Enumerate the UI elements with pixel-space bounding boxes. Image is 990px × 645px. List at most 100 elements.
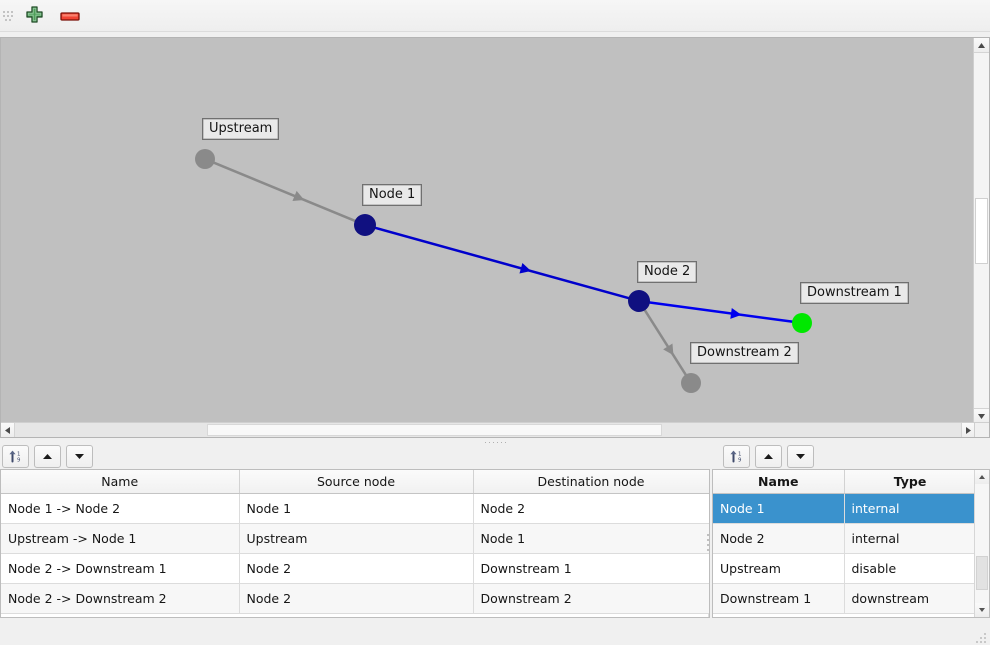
nodes-table-header-row: Name Type (713, 470, 976, 494)
links-table-header-row: Name Source node Destination node (1, 470, 709, 494)
scroll-left-button[interactable] (1, 423, 15, 437)
nodes-cell-type: disable (844, 553, 976, 584)
canvas-horizontal-scrollbar[interactable] (1, 422, 975, 437)
splitter-handle (484, 441, 506, 443)
nodes-column-type[interactable]: Type (844, 470, 976, 494)
links-cell-source: Node 1 (239, 493, 474, 524)
triangle-up-icon (978, 42, 985, 48)
nodes-panel: 1 9 Name Type (712, 443, 990, 618)
links-sort-button[interactable]: 1 9 (2, 444, 29, 468)
graph-node-node1[interactable] (354, 214, 376, 236)
links-column-name[interactable]: Name (1, 470, 240, 494)
canvas-horizontal-scroll-thumb[interactable] (207, 424, 662, 436)
graph-edge[interactable] (643, 308, 688, 377)
graph-edge-arrowhead (292, 190, 305, 202)
horizontal-panel-splitter[interactable] (705, 530, 711, 554)
sort-ascending-icon: 1 9 (730, 450, 742, 463)
graph-edge-arrowhead (519, 262, 532, 274)
svg-text:9: 9 (738, 457, 742, 463)
graph-node-label-downstream2[interactable]: Downstream 2 (690, 342, 799, 364)
nodes-table-filler-row (713, 613, 976, 617)
links-move-up-button[interactable] (34, 444, 61, 468)
canvas-vertical-scroll-thumb[interactable] (975, 198, 988, 264)
links-cell-source: Node 2 (239, 583, 474, 614)
links-cell-name: Node 2 -> Downstream 1 (1, 553, 240, 584)
graph-node-downstream1[interactable] (792, 313, 812, 333)
nodes-table-filler-cell (713, 613, 976, 617)
nodes-cell-name: Node 1 (713, 493, 845, 524)
triangle-up-icon (764, 453, 773, 459)
graph-node-label-node2[interactable]: Node 2 (637, 261, 698, 283)
nodes-scroll-down-button[interactable] (975, 603, 989, 617)
links-cell-source: Upstream (239, 523, 474, 554)
resize-grip[interactable] (976, 631, 988, 643)
links-table-filler-cell (1, 613, 709, 617)
svg-text:1: 1 (17, 451, 20, 457)
plus-icon (25, 6, 43, 23)
graph-node-node2[interactable] (628, 290, 650, 312)
links-move-down-button[interactable] (66, 444, 93, 468)
remove-node-button[interactable] (55, 3, 85, 29)
scroll-up-button[interactable] (974, 38, 989, 53)
graph-node-label-upstream[interactable]: Upstream (202, 118, 280, 140)
links-table-filler-row (1, 613, 709, 617)
minus-icon (60, 11, 80, 21)
toolbar-grip[interactable] (3, 6, 13, 26)
graph-edge-arrowhead (663, 343, 674, 356)
nodes-cell-type: internal (844, 493, 976, 524)
svg-text:1: 1 (738, 451, 741, 457)
graph-edge[interactable] (648, 301, 794, 324)
svg-text:9: 9 (17, 457, 21, 463)
graph-node-label-node1[interactable]: Node 1 (362, 184, 423, 206)
links-table[interactable]: Name Source node Destination node Node 1… (1, 470, 709, 617)
links-column-destination[interactable]: Destination node (473, 470, 709, 494)
triangle-up-icon (43, 453, 52, 459)
scroll-right-button[interactable] (961, 423, 975, 437)
nodes-move-up-button[interactable] (755, 444, 782, 468)
links-cell-name: Node 2 -> Downstream 2 (1, 583, 240, 614)
nodes-panel-toolbar: 1 9 (712, 443, 990, 469)
links-cell-destination: Node 1 (473, 523, 709, 554)
scroll-down-button[interactable] (974, 408, 989, 423)
nodes-scroll-thumb[interactable] (976, 556, 988, 590)
nodes-scroll-up-button[interactable] (975, 470, 989, 484)
canvas-vertical-scrollbar[interactable] (973, 38, 989, 423)
nodes-cell-type: downstream (844, 583, 976, 614)
links-cell-destination: Downstream 1 (473, 553, 709, 584)
triangle-left-icon (5, 426, 10, 434)
triangle-right-icon (966, 426, 971, 434)
graph-node-label-downstream1[interactable]: Downstream 1 (800, 282, 909, 304)
add-node-button[interactable] (19, 3, 49, 29)
nodes-cell-type: internal (844, 523, 976, 554)
nodes-cell-name: Downstream 1 (713, 583, 845, 614)
graph-node-upstream[interactable] (195, 149, 215, 169)
triangle-down-icon (796, 453, 805, 459)
nodes-sort-button[interactable]: 1 9 (723, 444, 750, 468)
nodes-column-name[interactable]: Name (713, 470, 845, 494)
graph-edge[interactable] (374, 226, 630, 300)
nodes-move-down-button[interactable] (787, 444, 814, 468)
graph-edge-arrowhead (730, 307, 742, 319)
links-panel-toolbar: 1 9 (0, 443, 710, 469)
links-column-source[interactable]: Source node (239, 470, 474, 494)
triangle-down-icon (978, 413, 985, 419)
graph-node-downstream2[interactable] (681, 373, 701, 393)
nodes-table-scrollbar[interactable] (974, 470, 989, 617)
main-toolbar (0, 0, 990, 32)
links-cell-destination: Node 2 (473, 493, 709, 524)
panel-splitter[interactable] (0, 438, 990, 446)
sort-ascending-icon: 1 9 (9, 450, 21, 463)
graph-edge[interactable] (212, 161, 357, 223)
